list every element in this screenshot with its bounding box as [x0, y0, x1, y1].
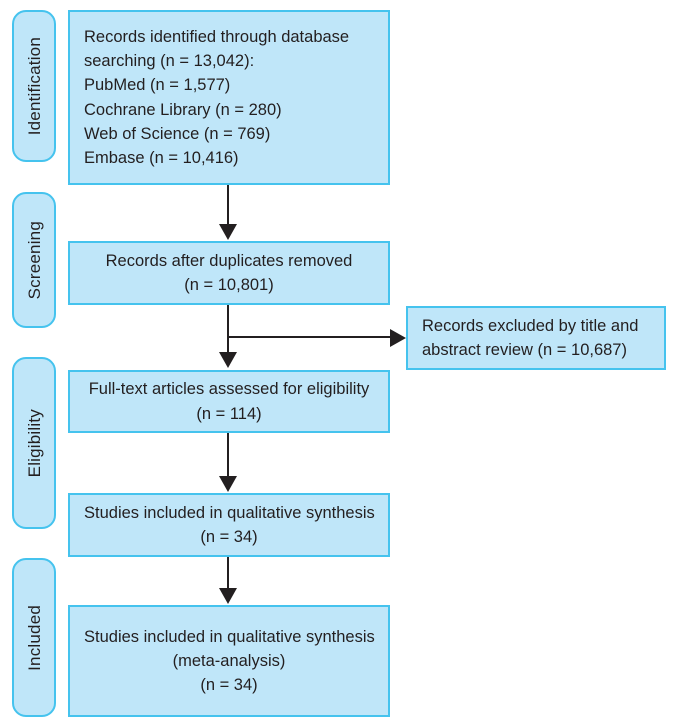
- box-full-text-assessed: Full-text articles assessed for eligibil…: [68, 370, 390, 433]
- box-records-excluded-line-2: abstract review (n = 10,687): [422, 341, 627, 359]
- arrow-fulltext-to-qualitative-head: [219, 476, 237, 492]
- box-records-identified-line-3: PubMed (n = 1,577): [84, 76, 231, 95]
- arrow-identified-to-duplicates-shaft: [227, 185, 229, 225]
- box-records-identified-line-4: Cochrane Library (n = 280): [84, 100, 282, 119]
- stage-label-eligibility-text: Eligibility: [24, 408, 44, 478]
- box-meta-analysis-line-1: Studies included in qualitative synthesi…: [84, 627, 375, 646]
- stage-label-screening-text: Screening: [24, 220, 44, 300]
- box-meta-analysis-line-2: (meta-analysis): [172, 651, 286, 670]
- box-records-identified-line-6: Embase (n = 10,416): [84, 149, 239, 167]
- stage-label-identification: Identification: [12, 10, 56, 162]
- arrow-fulltext-to-qualitative-shaft: [227, 433, 229, 478]
- box-meta-analysis: Studies included in qualitative synthesi…: [68, 605, 390, 717]
- box-full-text-assessed-line-2: (n = 114): [196, 404, 262, 423]
- box-records-identified-line-5: Web of Science (n = 769): [84, 124, 271, 143]
- box-records-identified: Records identified through database sear…: [68, 10, 390, 185]
- arrow-qualitative-to-meta-shaft: [227, 557, 229, 590]
- box-records-identified-line-2: searching (n = 13,042):: [84, 52, 255, 70]
- stage-label-included-text: Included: [24, 604, 44, 671]
- box-meta-analysis-line-3: (n = 34): [200, 676, 258, 695]
- stage-label-eligibility: Eligibility: [12, 357, 56, 529]
- box-qualitative-synthesis: Studies included in qualitative synthesi…: [68, 493, 390, 557]
- box-records-after-duplicates: Records after duplicates removed (n = 10…: [68, 241, 390, 305]
- box-records-identified-line-1: Records identified through database: [84, 27, 350, 46]
- arrow-to-excluded-shaft: [227, 336, 392, 338]
- box-records-excluded: Records excluded by title and abstract r…: [406, 306, 666, 370]
- arrow-identified-to-duplicates-head: [219, 224, 237, 240]
- stage-label-screening: Screening: [12, 192, 56, 328]
- arrow-qualitative-to-meta-head: [219, 588, 237, 604]
- box-records-excluded-line-1: Records excluded by title and: [422, 316, 639, 335]
- arrow-duplicates-to-fulltext-head: [219, 352, 237, 368]
- box-qualitative-synthesis-line-2: (n = 34): [200, 528, 258, 546]
- box-records-after-duplicates-line-2: (n = 10,801): [184, 276, 274, 294]
- arrow-to-excluded-head: [390, 329, 406, 347]
- stage-label-identification-text: Identification: [24, 36, 44, 136]
- box-qualitative-synthesis-line-1: Studies included in qualitative synthesi…: [84, 503, 375, 522]
- stage-label-included: Included: [12, 558, 56, 717]
- box-records-after-duplicates-line-1: Records after duplicates removed: [105, 251, 353, 270]
- arrow-duplicates-to-fulltext-shaft: [227, 305, 229, 353]
- box-full-text-assessed-line-1: Full-text articles assessed for eligibil…: [88, 380, 370, 399]
